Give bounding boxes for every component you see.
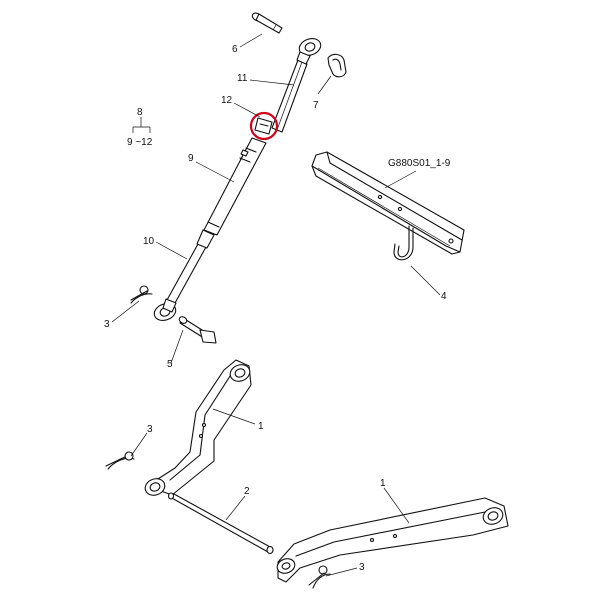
callout-labels: 1 1 2 3 3 3 4 5 6 7 9 10 11 12 8 9 ~12 G… bbox=[104, 44, 451, 573]
callout-10: 10 bbox=[143, 236, 155, 247]
lock-nut-12-part[interactable] bbox=[254, 117, 273, 135]
lynch-pin-3-middle-part[interactable] bbox=[105, 451, 135, 470]
clip-7-part[interactable] bbox=[327, 53, 347, 78]
lower-rod-part[interactable] bbox=[166, 229, 215, 304]
lower-link-upright-part[interactable] bbox=[143, 359, 252, 498]
legend-range: 9 ~12 bbox=[127, 137, 153, 148]
lower-link-horizontal-part[interactable] bbox=[275, 497, 509, 583]
bracket-plate-part[interactable] bbox=[311, 151, 465, 255]
callout-4: 4 bbox=[441, 291, 447, 302]
callout-12: 12 bbox=[221, 95, 233, 106]
lower-link-assembly bbox=[105, 359, 509, 589]
leader-lines bbox=[111, 33, 441, 577]
pin-6-part[interactable] bbox=[251, 11, 283, 34]
pin-5-part[interactable] bbox=[178, 315, 217, 344]
lynch-pin-3-top-part[interactable] bbox=[130, 285, 153, 304]
upper-ball-joint[interactable] bbox=[296, 36, 323, 65]
top-link-assembly bbox=[130, 11, 347, 344]
hook-4-part[interactable] bbox=[393, 225, 414, 261]
callout-11: 11 bbox=[237, 73, 248, 84]
lynch-pin-3-bottom-part[interactable] bbox=[308, 565, 331, 589]
callout-9: 9 bbox=[188, 153, 194, 164]
callout-1-horizontal: 1 bbox=[380, 478, 386, 489]
highlight-circle bbox=[249, 111, 279, 141]
legend-parent: 8 bbox=[137, 107, 143, 118]
cross-shaft-part[interactable] bbox=[167, 492, 274, 555]
callout-6: 6 bbox=[232, 44, 238, 55]
callout-3-bottom: 3 bbox=[359, 562, 365, 573]
callout-3-top: 3 bbox=[104, 319, 110, 330]
diagram-code: G880S01_1-9 bbox=[388, 158, 451, 169]
tube-9-part[interactable] bbox=[203, 137, 267, 236]
callout-1-upright: 1 bbox=[258, 421, 264, 432]
callout-3-middle: 3 bbox=[147, 424, 153, 435]
callout-7: 7 bbox=[313, 100, 319, 111]
bracket-assembly bbox=[311, 151, 465, 261]
callout-2: 2 bbox=[244, 486, 250, 497]
callout-5: 5 bbox=[167, 359, 173, 370]
lower-ball-joint[interactable] bbox=[152, 298, 178, 323]
